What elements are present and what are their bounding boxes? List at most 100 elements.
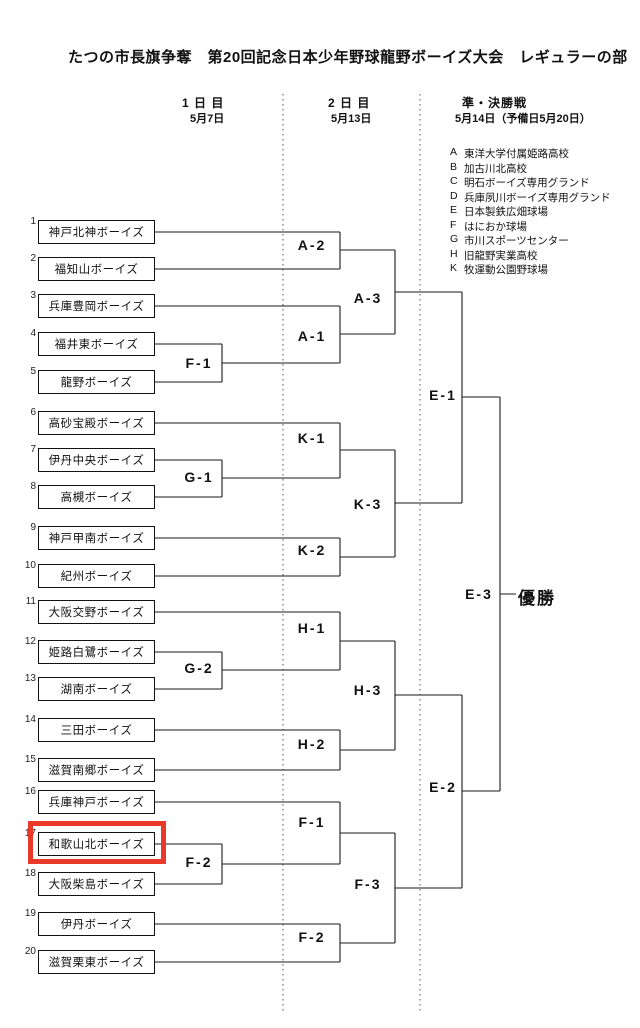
team-seed: 7: [30, 444, 36, 455]
day-separator-lines: [282, 94, 421, 1014]
team-seed: 20: [24, 946, 36, 957]
team-seed: 13: [24, 673, 36, 684]
column-date-finals: 5月14日（予備日5月20日）: [455, 113, 591, 125]
venue-code: K: [450, 262, 458, 274]
match-label-h1: H-1: [297, 620, 327, 636]
team-seed: 1: [30, 216, 36, 227]
venue-name: 加古川北高校: [464, 163, 527, 175]
page-title: たつの市長旗争奪 第20回記念日本少年野球龍野ボーイズ大会 レギュラーの部: [68, 49, 628, 66]
venue-code: C: [450, 175, 458, 187]
bracket-block-a: [155, 231, 462, 383]
team-box: 大阪柴島ボーイズ: [38, 872, 155, 896]
bracket-block-f: [155, 801, 462, 963]
team-box: 龍野ボーイズ: [38, 370, 155, 394]
match-label-f3: F-3: [354, 876, 382, 892]
team-name: 福井東ボーイズ: [54, 339, 139, 351]
team-name: 和歌山北ボーイズ: [48, 839, 145, 851]
venue-code: B: [450, 161, 458, 173]
column-header-day1: 1 日 目: [182, 96, 225, 110]
venue-item-c: C 明石ボーイズ専用グランド: [450, 175, 590, 190]
venue-item-a: A 東洋大学付属姫路高校: [450, 146, 569, 161]
team-seed: 19: [24, 908, 36, 919]
team-seed: 5: [30, 366, 36, 377]
match-label-k2: K-2: [297, 542, 327, 558]
bracket-semifinal-e1: [461, 292, 500, 503]
match-label-e1: E-1: [429, 387, 457, 403]
match-label-e3: E-3: [465, 586, 493, 602]
team-box: 大阪交野ボーイズ: [38, 600, 155, 624]
bracket-final-e3: [499, 397, 516, 791]
team-name: 伊丹中央ボーイズ: [48, 455, 145, 467]
team-name: 兵庫神戸ボーイズ: [48, 797, 145, 809]
team-seed: 18: [24, 868, 36, 879]
team-seed: 10: [24, 560, 36, 571]
venue-name: 明石ボーイズ専用グランド: [464, 177, 590, 189]
venue-name: 日本製鉄広畑球場: [464, 206, 548, 218]
team-name: 滋賀栗東ボーイズ: [48, 957, 145, 969]
team-name: 福知山ボーイズ: [54, 264, 139, 276]
venue-code: A: [450, 146, 458, 158]
column-date-day2: 5月13日: [331, 113, 372, 125]
team-box: 福知山ボーイズ: [38, 257, 155, 281]
team-seed: 6: [30, 407, 36, 418]
team-row-4: 4 福井東ボーイズ: [22, 328, 155, 356]
team-name: 高槻ボーイズ: [60, 492, 133, 504]
bracket-block-h: [155, 611, 462, 771]
team-seed: 16: [24, 786, 36, 797]
venue-name: はにおか球場: [464, 221, 527, 233]
team-seed: 12: [24, 636, 36, 647]
venue-item-e: E 日本製鉄広畑球場: [450, 204, 548, 219]
team-name: 神戸甲南ボーイズ: [48, 533, 145, 545]
venue-code: D: [450, 190, 458, 202]
match-label-k1: K-1: [297, 430, 327, 446]
team-seed: 17: [24, 828, 36, 839]
column-header-finals: 準・決勝戦: [462, 96, 528, 110]
venue-name: 東洋大学付属姫路高校: [464, 148, 569, 160]
team-box: 三田ボーイズ: [38, 718, 155, 742]
team-box: 高砂宝殿ボーイズ: [38, 411, 155, 435]
team-box: 滋賀栗東ボーイズ: [38, 950, 155, 974]
team-name: 滋賀南郷ボーイズ: [48, 765, 145, 777]
team-row-7: 7 伊丹中央ボーイズ: [22, 444, 155, 472]
team-box: 伊丹中央ボーイズ: [38, 448, 155, 472]
column-date-day1: 5月7日: [190, 113, 225, 125]
venue-name: 市川スポーツセンター: [464, 235, 569, 247]
match-label-f1-day2: F-1: [298, 814, 326, 830]
match-label-a2: A-2: [297, 237, 327, 253]
team-box: 兵庫豊岡ボーイズ: [38, 294, 155, 318]
team-box: 神戸北神ボーイズ: [38, 220, 155, 244]
match-label-e2: E-2: [429, 779, 457, 795]
match-label-h3: H-3: [353, 682, 383, 698]
venue-name: 兵庫夙川ボーイズ専用グランド: [464, 192, 611, 204]
venue-code: H: [450, 248, 458, 260]
team-seed: 11: [25, 596, 36, 607]
team-name: 龍野ボーイズ: [60, 377, 133, 389]
match-label-g1: G-1: [184, 469, 214, 485]
team-box: 福井東ボーイズ: [38, 332, 155, 356]
match-label-f2-day1: F-2: [185, 854, 213, 870]
team-seed: 2: [30, 253, 36, 264]
venue-name: 旧龍野実業高校: [464, 250, 538, 262]
team-seed: 8: [30, 481, 36, 492]
team-row-20: 20 滋賀栗東ボーイズ: [22, 946, 155, 974]
venue-code: E: [450, 204, 458, 216]
team-box: 兵庫神戸ボーイズ: [38, 790, 155, 814]
team-row-8: 8 高槻ボーイズ: [22, 481, 155, 509]
team-box: 滋賀南郷ボーイズ: [38, 758, 155, 782]
team-seed: 4: [30, 328, 36, 339]
match-label-f2-day2: F-2: [298, 929, 326, 945]
team-name: 兵庫豊岡ボーイズ: [48, 301, 145, 313]
team-box: 紀州ボーイズ: [38, 564, 155, 588]
team-row-5: 5 龍野ボーイズ: [22, 366, 155, 394]
